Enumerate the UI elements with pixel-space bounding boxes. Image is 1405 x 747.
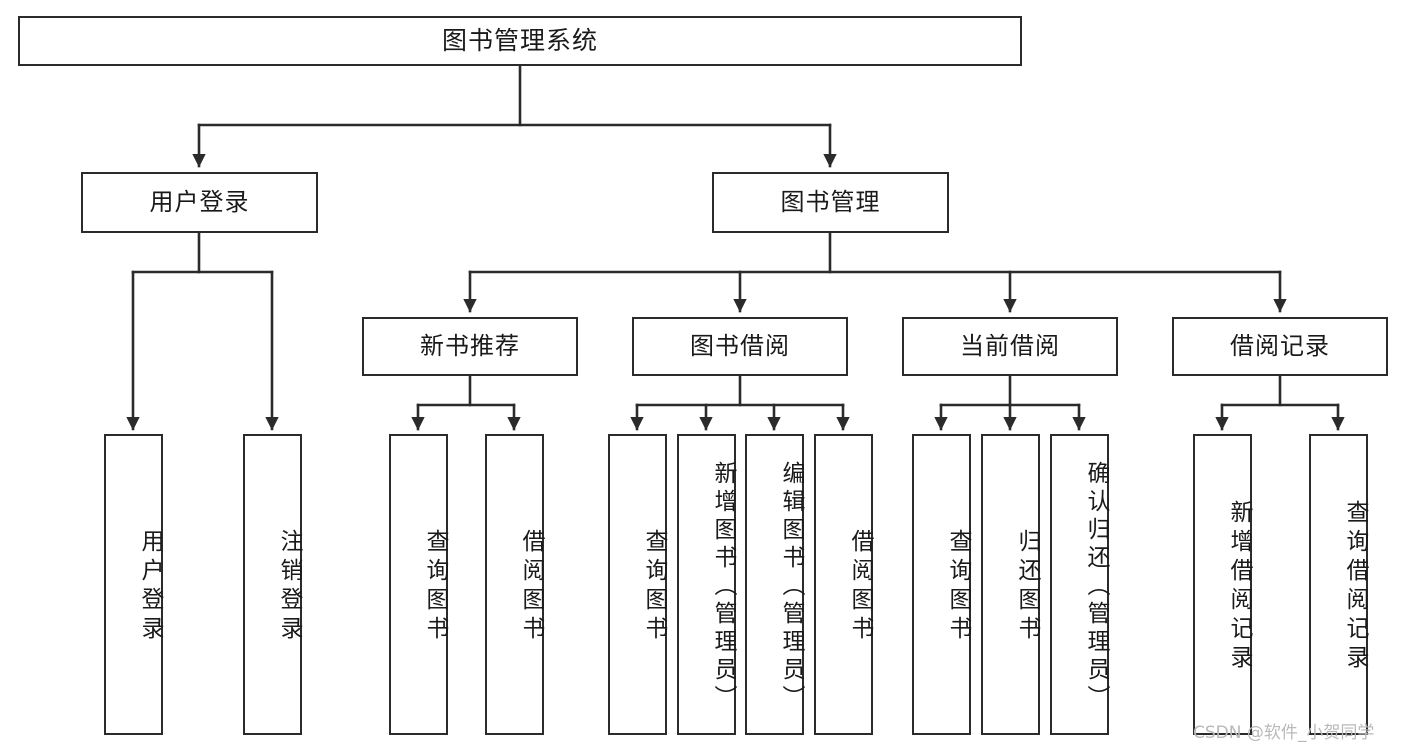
node-leaf-edit-book[interactable]: 编辑图书（管理员） (745, 434, 804, 735)
node-leaf-confirm-return-label: 确认归还（管理员） (1083, 460, 1109, 713)
node-leaf-borrow-book-2-label: 借阅图书 (847, 528, 873, 645)
node-leaf-add-record-label: 新增借阅记录 (1226, 499, 1252, 674)
node-current-borrow[interactable]: 当前借阅 (902, 317, 1118, 376)
node-leaf-query-book-2[interactable]: 查询图书 (608, 434, 667, 735)
node-new-book-recommend[interactable]: 新书推荐 (362, 317, 578, 376)
node-leaf-add-book[interactable]: 新增图书（管理员） (677, 434, 736, 735)
node-leaf-edit-book-label: 编辑图书（管理员） (778, 460, 804, 713)
node-leaf-query-book-1[interactable]: 查询图书 (389, 434, 448, 735)
node-leaf-borrow-book-1-label: 借阅图书 (518, 528, 544, 645)
node-leaf-user-login[interactable]: 用户登录 (104, 434, 163, 735)
node-book-borrow[interactable]: 图书借阅 (632, 317, 848, 376)
node-leaf-query-book-3[interactable]: 查询图书 (912, 434, 971, 735)
node-book-manage[interactable]: 图书管理 (712, 172, 949, 233)
watermark: CSDN @软件_小贺同学 (1193, 723, 1375, 743)
node-new-book-recommend-label: 新书推荐 (420, 332, 520, 361)
node-user-login[interactable]: 用户登录 (81, 172, 318, 233)
node-current-borrow-label: 当前借阅 (960, 332, 1060, 361)
node-user-login-label: 用户登录 (149, 188, 250, 217)
node-leaf-borrow-book-2[interactable]: 借阅图书 (814, 434, 873, 735)
node-leaf-user-logout[interactable]: 注销登录 (243, 434, 302, 735)
node-leaf-add-record[interactable]: 新增借阅记录 (1193, 434, 1252, 735)
node-root-system[interactable]: 图书管理系统 (18, 16, 1022, 66)
node-leaf-user-login-label: 用户登录 (137, 528, 163, 645)
node-leaf-confirm-return[interactable]: 确认归还（管理员） (1050, 434, 1109, 735)
node-leaf-query-record[interactable]: 查询借阅记录 (1309, 434, 1368, 735)
node-leaf-borrow-book-1[interactable]: 借阅图书 (485, 434, 544, 735)
node-leaf-query-record-label: 查询借阅记录 (1342, 499, 1368, 674)
node-book-borrow-label: 图书借阅 (690, 332, 790, 361)
node-leaf-user-logout-label: 注销登录 (276, 528, 302, 645)
node-leaf-query-book-1-label: 查询图书 (422, 528, 448, 645)
node-book-manage-label: 图书管理 (780, 188, 881, 217)
node-borrow-record[interactable]: 借阅记录 (1172, 317, 1388, 376)
node-leaf-return-book-label: 归还图书 (1014, 528, 1040, 645)
node-leaf-query-book-3-label: 查询图书 (945, 528, 971, 645)
node-leaf-return-book[interactable]: 归还图书 (981, 434, 1040, 735)
node-borrow-record-label: 借阅记录 (1230, 332, 1330, 361)
node-leaf-query-book-2-label: 查询图书 (641, 528, 667, 645)
node-leaf-add-book-label: 新增图书（管理员） (710, 460, 736, 713)
node-root-label: 图书管理系统 (441, 26, 598, 56)
